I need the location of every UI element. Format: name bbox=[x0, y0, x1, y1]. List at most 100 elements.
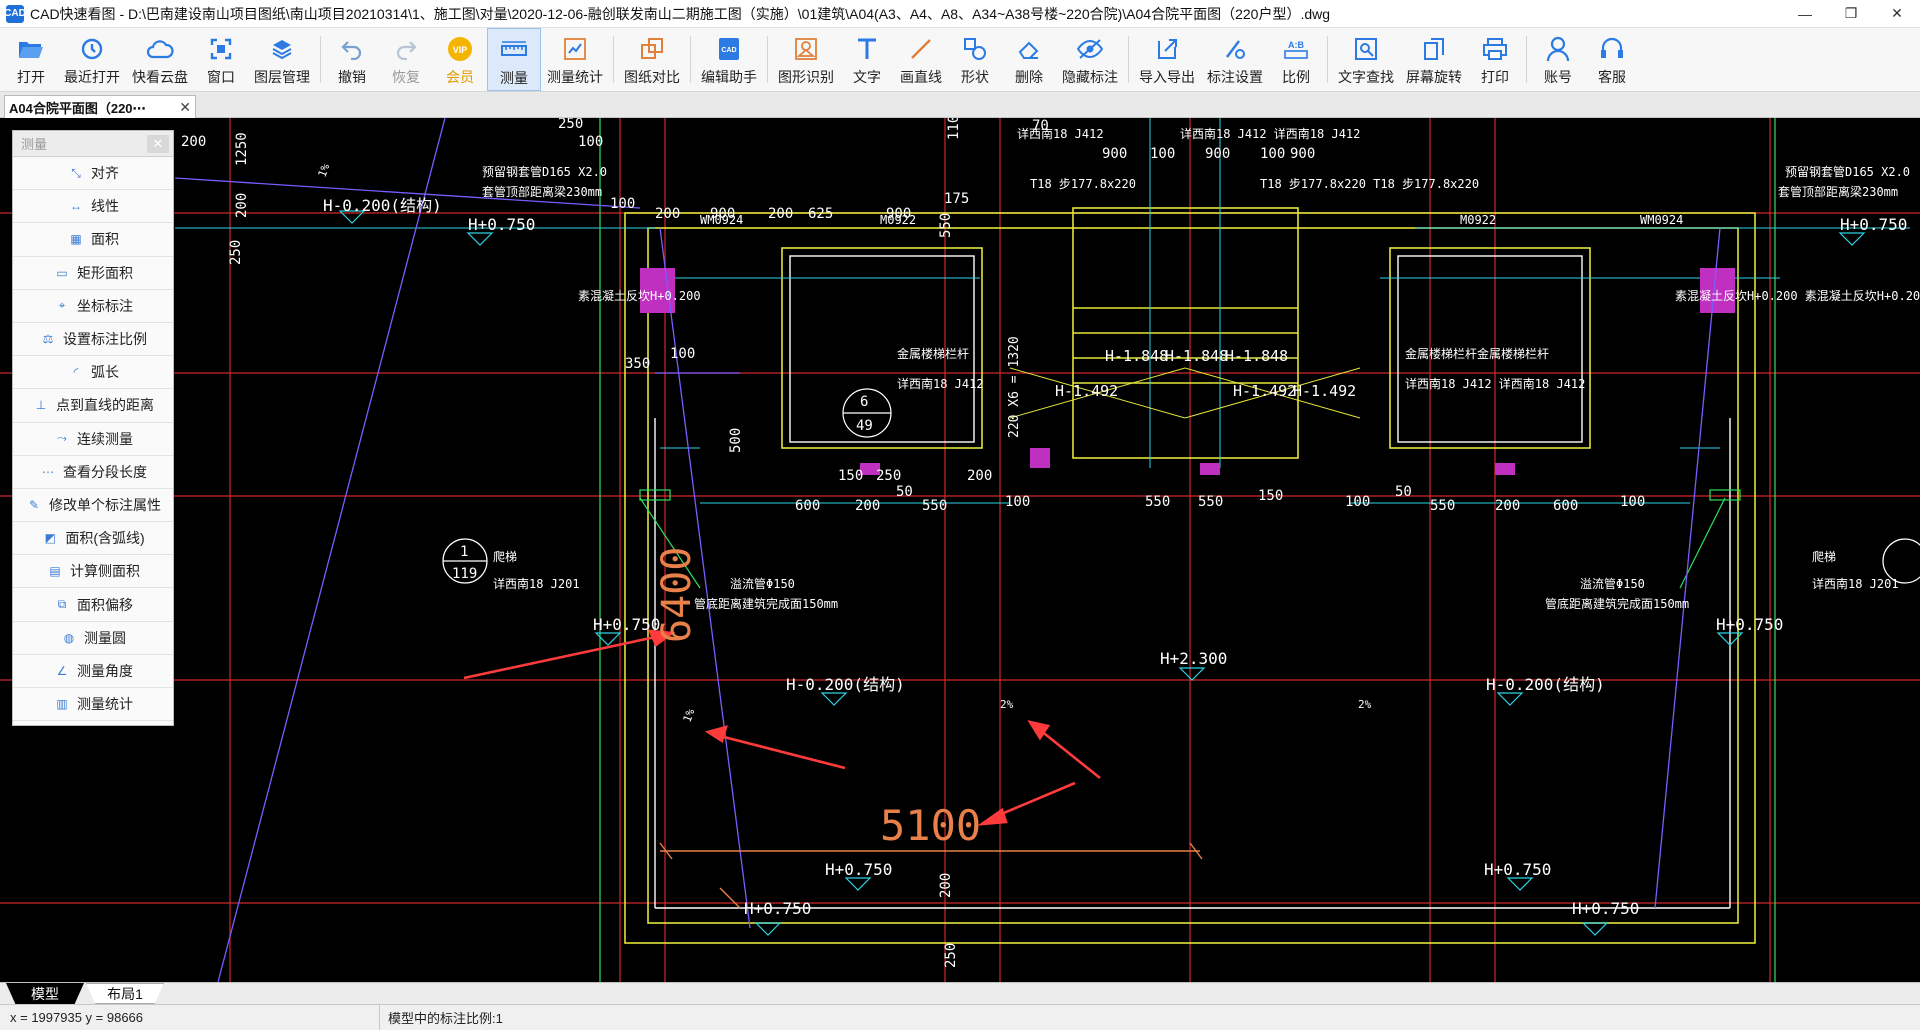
measure-point-line-item[interactable]: ⊥点到直线的距离 bbox=[13, 389, 173, 423]
recent-open-button[interactable]: 最近打开 bbox=[58, 28, 126, 91]
measure-item-label: 连续测量 bbox=[77, 430, 133, 447]
measure-aligned-item[interactable]: ⤡ 对齐 bbox=[13, 157, 173, 191]
measure-set-scale-item[interactable]: ⚖设置标注比例 bbox=[13, 323, 173, 357]
measure-item-label: 计算侧面积 bbox=[70, 563, 140, 580]
tab-layout1[interactable]: 布局1 bbox=[86, 983, 164, 1004]
drawing-canvas[interactable]: 6400 5100 H-0.200(结构) H+0.750 H+0.750 H+… bbox=[0, 118, 1920, 982]
dim-number: 900 bbox=[710, 206, 735, 222]
dim-number: 550 bbox=[922, 498, 947, 514]
customer-service-button[interactable]: 客服 bbox=[1585, 28, 1639, 91]
measure-item-label: 对齐 bbox=[91, 165, 119, 182]
hide-annotation-button[interactable]: 隐藏标注 bbox=[1056, 28, 1124, 91]
annotation-labels: 详西南18 J412 详西南18 J412 详西南18 J412 T18 步17… bbox=[482, 126, 1920, 611]
window-button[interactable]: 窗口 bbox=[194, 28, 248, 91]
layers-icon bbox=[267, 34, 297, 64]
measure-circle-item[interactable]: ◍测量圆 bbox=[13, 622, 173, 655]
measure-stats-button[interactable]: 测量统计 bbox=[541, 28, 609, 91]
aligned-dimension-icon: ⤡ bbox=[71, 165, 81, 180]
dim-number: 220 X6 = 1320 bbox=[1007, 336, 1022, 438]
tab-model[interactable]: 模型 bbox=[6, 983, 84, 1004]
dim-number: 100 bbox=[610, 196, 635, 212]
rotate-screen-button[interactable]: 屏幕旋转 bbox=[1400, 28, 1468, 91]
dim-number: 1% bbox=[681, 707, 698, 724]
vip-button[interactable]: VIP 会员 bbox=[433, 28, 487, 91]
note-label: WM0924 bbox=[700, 213, 743, 227]
measure-panel-close-icon[interactable]: ✕ bbox=[147, 134, 169, 153]
measure-segment-length-item[interactable]: ⋯查看分段长度 bbox=[13, 456, 173, 489]
import-export-button[interactable]: 导入导出 bbox=[1133, 28, 1201, 91]
vip-badge-text: VIP bbox=[453, 45, 468, 55]
measure-angle-item[interactable]: ∠测量角度 bbox=[13, 655, 173, 688]
note-label: 预留钢套管D165 X2.0 bbox=[482, 164, 607, 179]
redo-button[interactable]: 恢复 bbox=[379, 28, 433, 91]
text-button[interactable]: 文字 bbox=[840, 28, 894, 91]
shape-button[interactable]: 形状 bbox=[948, 28, 1002, 91]
cloud-drive-button[interactable]: 快看云盘 bbox=[126, 28, 194, 91]
shape-recognize-button[interactable]: 图形识别 bbox=[772, 28, 840, 91]
dim-number: 200 bbox=[855, 498, 880, 514]
measure-button[interactable]: 测量 bbox=[487, 28, 541, 91]
measure-area-item[interactable]: ▦面积 bbox=[13, 223, 173, 257]
undo-button[interactable]: 撤销 bbox=[325, 28, 379, 91]
toolbar-label: 账号 bbox=[1544, 69, 1572, 85]
dim-number: 200 bbox=[768, 206, 793, 222]
measure-coordinate-item[interactable]: ⌖坐标标注 bbox=[13, 290, 173, 323]
eraser-icon bbox=[1014, 34, 1044, 64]
delete-button[interactable]: 删除 bbox=[1002, 28, 1056, 91]
dim-number: 2% bbox=[1358, 698, 1372, 711]
document-tab-bar: A04合院平面图（220⋯ ✕ bbox=[0, 92, 1920, 118]
toolbar-label: 打印 bbox=[1481, 69, 1509, 85]
toolbar-label: 恢复 bbox=[392, 69, 420, 85]
close-tab-icon[interactable]: ✕ bbox=[179, 98, 191, 115]
compare-button[interactable]: 图纸对比 bbox=[618, 28, 686, 91]
measure-arc-length-item[interactable]: ◜弧长 bbox=[13, 356, 173, 390]
green-dimensions bbox=[599, 118, 1776, 982]
measure-statistics-item[interactable]: ▥测量统计 bbox=[13, 688, 173, 722]
note-label: 详西南18 J201 bbox=[1812, 576, 1899, 591]
toolbar-label: 画直线 bbox=[900, 69, 942, 85]
measure-value-6400: 6400 bbox=[654, 547, 700, 643]
dim-number: 350 bbox=[625, 356, 650, 372]
document-tab-title: A04合院平面图（220⋯ bbox=[9, 100, 146, 116]
maximize-button[interactable]: ❐ bbox=[1844, 5, 1858, 21]
dimension-numbers: 250 100 200 1250 200 250 900 200 625 900… bbox=[181, 118, 1645, 968]
scale-badge-text: A:B bbox=[1288, 40, 1304, 50]
text-search-button[interactable]: 文字查找 bbox=[1332, 28, 1400, 91]
document-tab[interactable]: A04合院平面图（220⋯ ✕ bbox=[4, 95, 196, 118]
measure-item-label: 点到直线的距离 bbox=[56, 397, 154, 414]
open-button[interactable]: 打开 bbox=[4, 28, 58, 91]
measure-continuous-item[interactable]: ⤳连续测量 bbox=[13, 423, 173, 456]
account-button[interactable]: 账号 bbox=[1531, 28, 1585, 91]
note-label: 管底距离建筑完成面150mm bbox=[694, 596, 838, 611]
close-button[interactable]: ✕ bbox=[1891, 5, 1903, 21]
measure-linear-item[interactable]: ↔线性 bbox=[13, 190, 173, 224]
dim-number: 100 bbox=[1005, 494, 1030, 510]
note-label: WM0924 bbox=[1640, 213, 1683, 227]
measure-side-area-item[interactable]: ▤计算侧面积 bbox=[13, 555, 173, 589]
linear-dimension-icon: ↔ bbox=[70, 199, 82, 214]
measure-arc-area-item[interactable]: ◩面积(含弧线) bbox=[13, 522, 173, 556]
toolbar-label: 形状 bbox=[961, 69, 989, 85]
measure-edit-annotation-item[interactable]: ✎修改单个标注属性 bbox=[13, 489, 173, 523]
annotation-settings-icon bbox=[1220, 34, 1250, 64]
draw-line-button[interactable]: 画直线 bbox=[894, 28, 948, 91]
edit-assistant-button[interactable]: CAD 编辑助手 bbox=[695, 28, 763, 91]
dim-number: 50 bbox=[1395, 484, 1412, 500]
measure-item-label: 设置标注比例 bbox=[63, 331, 147, 348]
dim-number: 900 bbox=[886, 206, 911, 222]
toolbar-label: 删除 bbox=[1015, 69, 1043, 85]
annotation-settings-button[interactable]: 标注设置 bbox=[1201, 28, 1269, 91]
area-offset-icon: ⧉ bbox=[57, 597, 67, 612]
text-icon bbox=[852, 34, 882, 64]
measure-rect-area-item[interactable]: ▭矩形面积 bbox=[13, 257, 173, 290]
print-button[interactable]: 打印 bbox=[1468, 28, 1522, 91]
angle-icon: ∠ bbox=[56, 663, 68, 678]
measure-area-offset-item[interactable]: ⧉面积偏移 bbox=[13, 588, 173, 622]
minimize-button[interactable]: — bbox=[1798, 5, 1812, 22]
measure-item-label: 查看分段长度 bbox=[63, 463, 147, 480]
note-label: 详西南18 J412 bbox=[1017, 126, 1104, 141]
dim-number: 900 bbox=[1205, 146, 1230, 162]
scale-button[interactable]: A:B 比例 bbox=[1269, 28, 1323, 91]
note-label: 素混凝土反坎H+0.200 素混凝土反坎H+0.200 bbox=[1675, 288, 1920, 303]
layer-manager-button[interactable]: 图层管理 bbox=[248, 28, 316, 91]
